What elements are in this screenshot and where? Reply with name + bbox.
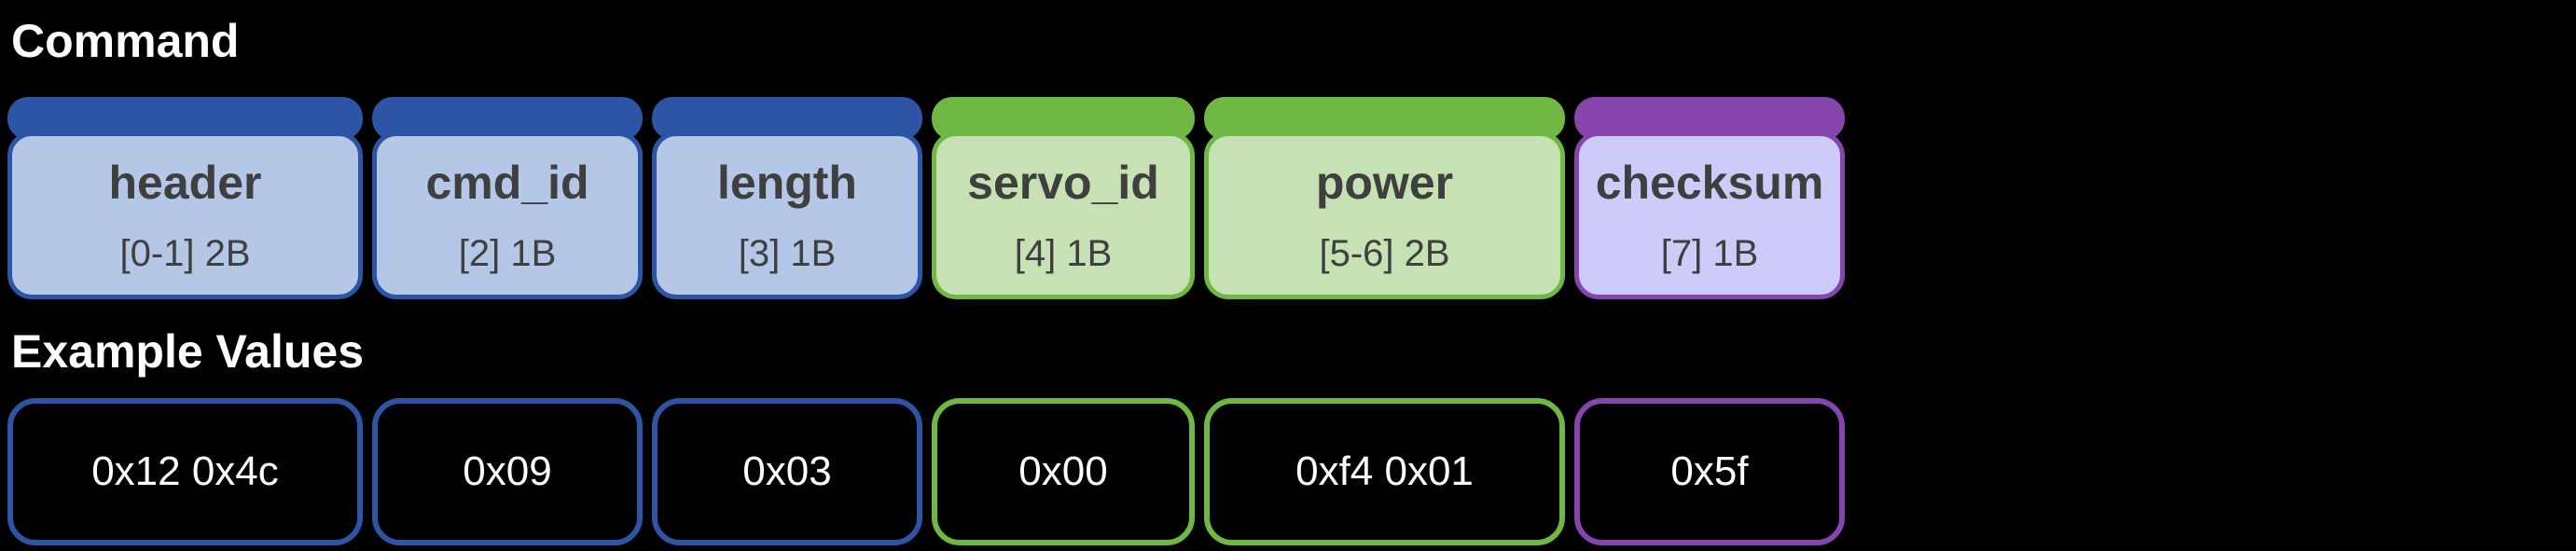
field-byte-range: [0-1] 2B [119, 233, 251, 274]
example-value: 0xf4 0x01 [1295, 448, 1474, 494]
example-value: 0x03 [742, 448, 832, 494]
example-value-box-length: 0x03 [652, 398, 922, 545]
field-body: power [5-6] 2B [1204, 131, 1565, 299]
field-byte-range: [3] 1B [738, 233, 837, 274]
example-value-box-cmd-id: 0x09 [372, 398, 643, 545]
field-block-servo-id: servo_id [4] 1B [932, 97, 1195, 299]
field-name: servo_id [967, 157, 1159, 209]
field-body: checksum [7] 1B [1574, 131, 1845, 299]
field-block-header: header [0-1] 2B [7, 97, 363, 299]
field-body: cmd_id [2] 1B [372, 131, 643, 299]
example-value-box-power: 0xf4 0x01 [1204, 398, 1565, 545]
example-value-box-header: 0x12 0x4c [7, 398, 363, 545]
field-name: cmd_id [425, 157, 589, 209]
example-value: 0x12 0x4c [91, 448, 279, 494]
example-value: 0x5f [1670, 448, 1749, 494]
field-block-power: power [5-6] 2B [1204, 97, 1565, 299]
field-name: power [1315, 157, 1454, 209]
example-value-box-servo-id: 0x00 [932, 398, 1195, 545]
field-name: header [108, 157, 262, 209]
field-body: length [3] 1B [652, 131, 922, 299]
example-values-section-title: Example Values [11, 325, 365, 378]
field-name: length [717, 157, 857, 209]
field-block-cmd-id: cmd_id [2] 1B [372, 97, 643, 299]
field-byte-range: [7] 1B [1660, 233, 1759, 274]
command-fields-row: header [0-1] 2B cmd_id [2] 1B length [3]… [7, 97, 2576, 299]
field-byte-range: [4] 1B [1014, 233, 1113, 274]
field-body: servo_id [4] 1B [932, 131, 1195, 299]
example-value: 0x00 [1018, 448, 1108, 494]
field-byte-range: [2] 1B [458, 233, 557, 274]
field-name: checksum [1595, 157, 1824, 209]
command-section-title: Command [11, 15, 240, 67]
example-value-box-checksum: 0x5f [1574, 398, 1845, 545]
example-values-row: 0x12 0x4c 0x09 0x03 0x00 0xf4 0x01 0x5f [7, 398, 2576, 545]
field-byte-range: [5-6] 2B [1319, 233, 1450, 274]
field-block-length: length [3] 1B [652, 97, 922, 299]
field-body: header [0-1] 2B [7, 131, 363, 299]
field-block-checksum: checksum [7] 1B [1574, 97, 1845, 299]
example-value: 0x09 [463, 448, 552, 494]
